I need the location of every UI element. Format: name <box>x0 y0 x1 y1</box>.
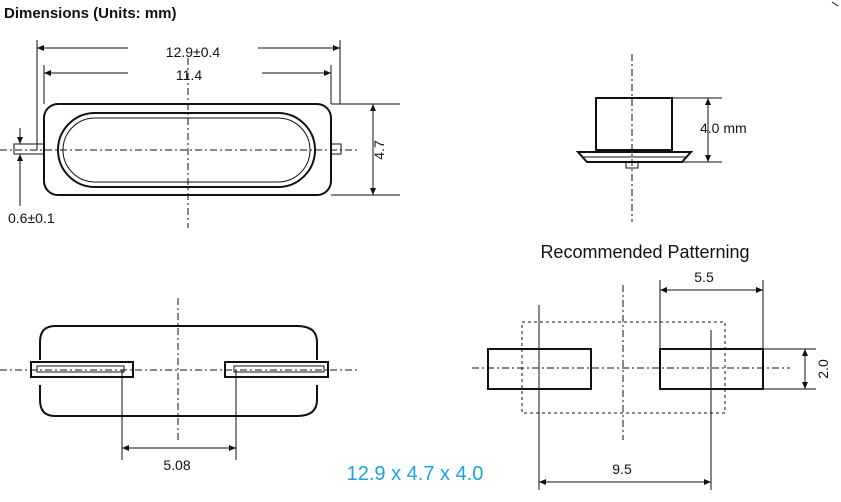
pad-width-label: 5.5 <box>694 269 714 285</box>
patterning-diagram <box>472 280 816 490</box>
lead-width-label: 0.6±0.1 <box>8 210 55 226</box>
pad-height-label: 2.0 <box>815 359 831 379</box>
overall-width-label: 12.9±0.4 <box>166 44 221 60</box>
pad-span-label: 9.5 <box>612 461 632 477</box>
inner-width-label: 11.4 <box>176 67 202 83</box>
top-view <box>0 40 400 228</box>
patterning-title: Recommended Patterning <box>540 242 749 262</box>
corner-mark <box>831 1 839 7</box>
side-height-label: 4.0 mm <box>700 120 747 136</box>
page-title: Dimensions (Units: mm) <box>4 5 177 22</box>
side-view <box>575 54 722 222</box>
bottom-view <box>0 298 360 460</box>
package-size-label: 12.9 x 4.7 x 4.0 <box>347 463 484 485</box>
pad-pitch-label: 5.08 <box>163 457 190 473</box>
height-label: 4.7 <box>371 140 387 160</box>
